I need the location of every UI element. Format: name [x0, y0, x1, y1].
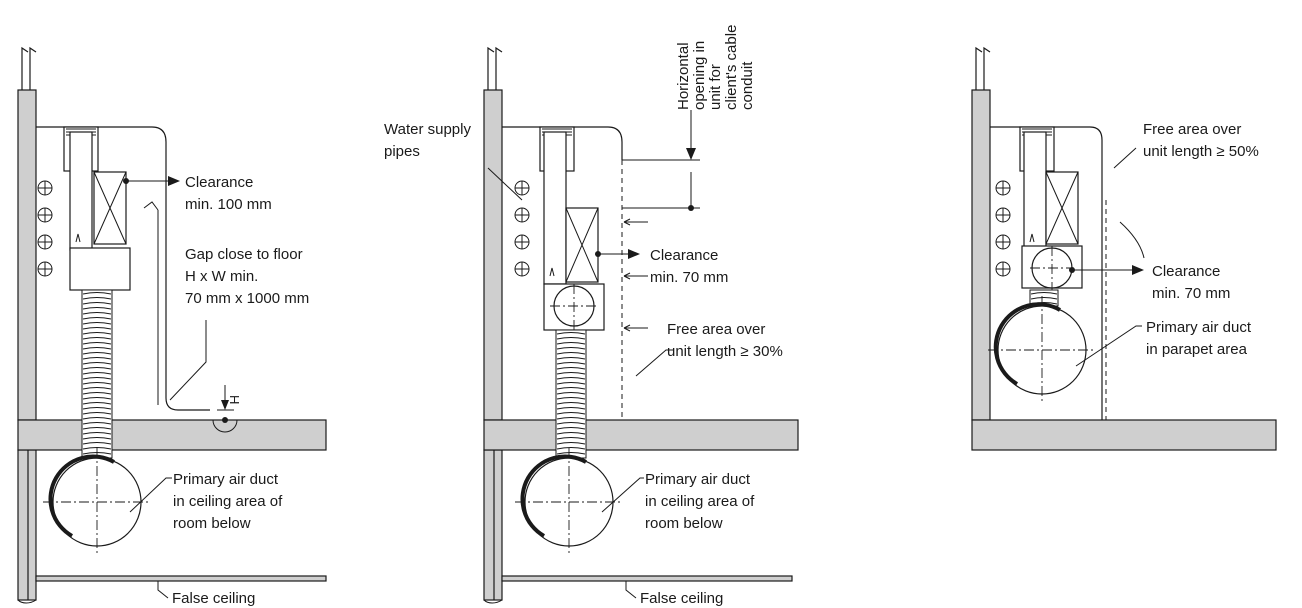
unit-casing	[990, 126, 1103, 420]
clearance-label-3: Clearance	[1152, 263, 1220, 280]
floor-slab	[971, 419, 1277, 451]
gap-label-2: H x W min.	[185, 268, 258, 285]
false-ceiling	[501, 575, 793, 582]
clearance-value-2: min. 70 mm	[650, 269, 728, 286]
unit-column	[1023, 131, 1047, 249]
water-pipes-icon	[995, 180, 1011, 277]
clearance-value-3: min. 70 mm	[1152, 285, 1230, 302]
clearance-label-1: Clearance	[185, 174, 253, 191]
unit-column	[543, 131, 567, 285]
false-ceiling	[35, 575, 327, 582]
wall-break-icon	[975, 46, 991, 90]
opening-label-1: Horizontal	[675, 42, 692, 110]
clearance-value-1: min. 100 mm	[185, 196, 272, 213]
wall-upper	[971, 89, 991, 421]
clearance-label-2: Clearance	[650, 247, 718, 264]
gap-label-1: Gap close to floor	[185, 246, 303, 263]
unit-casing	[502, 126, 623, 160]
floor-slab	[17, 419, 327, 451]
unit-casing	[36, 126, 210, 411]
wall-lower	[17, 449, 37, 601]
h-label: H	[227, 395, 242, 404]
water-supply-label-1: Water supply	[384, 121, 471, 138]
wall-lower	[483, 449, 503, 601]
false-ceiling-label-1: False ceiling	[172, 590, 255, 607]
fan-box	[69, 247, 131, 291]
opening-label-2: opening in	[691, 41, 708, 110]
figure-2-cable-opening: Water supply pipes Horizontal opening in…	[384, 25, 799, 607]
figure-3-parapet-duct: Free area over unit length ≥ 50% Clearan…	[971, 46, 1277, 451]
opening-label-4: client's cable	[723, 25, 740, 110]
flex-duct-bellows	[555, 329, 587, 459]
duct-label-2-3: room below	[645, 515, 723, 532]
parapet-duct-label-1: Primary air duct	[1146, 319, 1252, 336]
cable-opening-label: Horizontal opening in unit for client's …	[675, 25, 756, 110]
duct-label-1: Primary air duct	[173, 471, 279, 488]
water-pipes-icon	[37, 180, 53, 277]
opening-label-3: unit for	[707, 64, 724, 110]
gap-label-3: 70 mm x 1000 mm	[185, 290, 309, 307]
false-ceiling-label-2: False ceiling	[640, 590, 723, 607]
opening-label-5: conduit	[739, 61, 756, 110]
wall-break-icon	[487, 46, 503, 90]
water-pipes-icon	[514, 180, 530, 277]
free-area-label-30-1: Free area over	[667, 321, 765, 338]
free-area-label-30-2: unit length ≥ 30%	[667, 343, 783, 360]
flex-duct-bellows	[81, 289, 113, 459]
figure-1-ceiling-duct-floor-gap: H Clearance min. 100 mm Gap close to flo…	[17, 46, 327, 607]
floor-slab	[483, 419, 799, 451]
unit-column	[69, 131, 93, 251]
wall-upper	[483, 89, 503, 421]
wall-break-icon	[21, 46, 37, 90]
duct-label-2: in ceiling area of	[173, 493, 283, 510]
duct-label-2-1: Primary air duct	[645, 471, 751, 488]
wall-upper	[17, 89, 37, 421]
duct-label-2-2: in ceiling area of	[645, 493, 755, 510]
parapet-duct-label-2: in parapet area	[1146, 341, 1248, 358]
free-area-label-50-2: unit length ≥ 50%	[1143, 143, 1259, 160]
water-supply-label-2: pipes	[384, 143, 420, 160]
free-area-label-50-1: Free area over	[1143, 121, 1241, 138]
duct-label-3: room below	[173, 515, 251, 532]
